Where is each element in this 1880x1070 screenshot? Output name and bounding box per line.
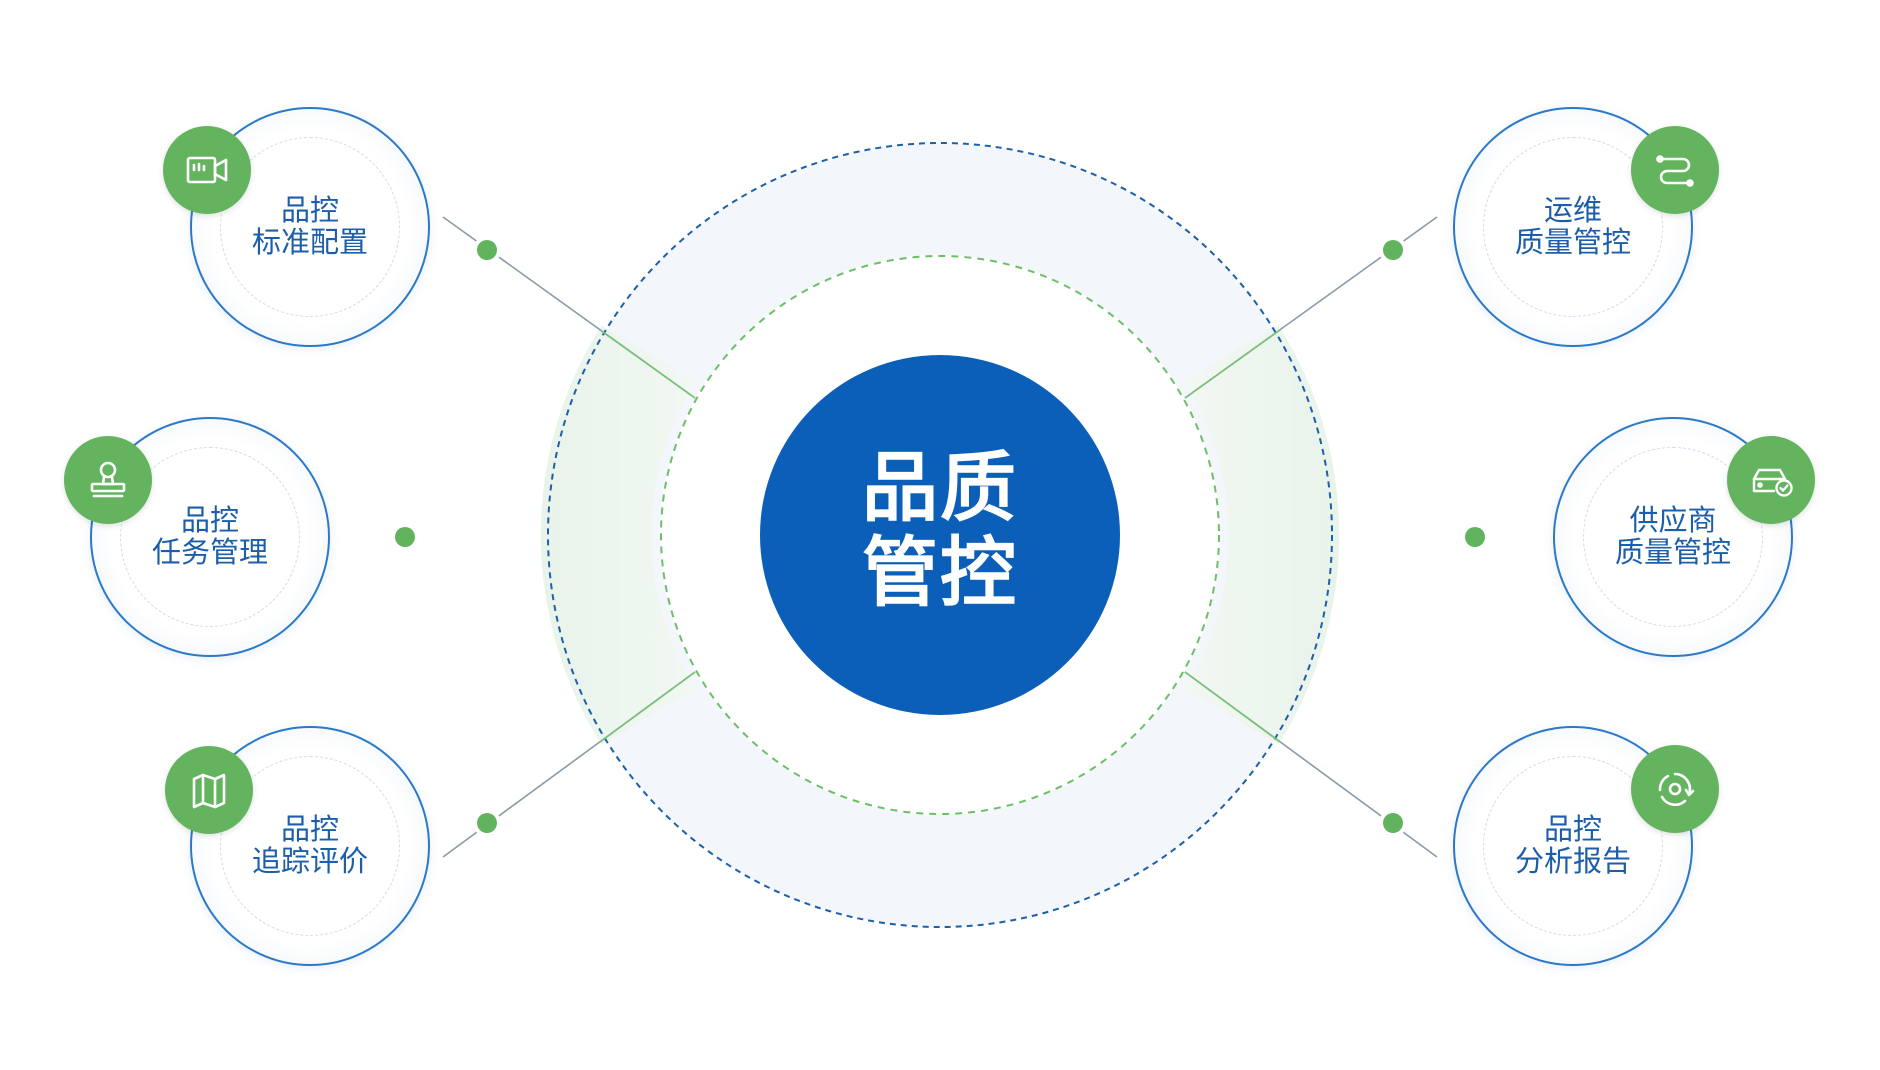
node-title-line2: 任务管理 (151, 535, 268, 569)
center-circle (760, 355, 1120, 715)
car-check-icon (1727, 436, 1815, 524)
stamp-icon (64, 436, 152, 524)
connector-dot (477, 813, 497, 833)
connector-line (599, 671, 696, 743)
node-title-line1: 品控 (280, 193, 339, 228)
connector-line (1184, 329, 1281, 399)
connector-line (1184, 671, 1281, 743)
connector-dot (1383, 240, 1403, 260)
node-title-line1: 运维 (1543, 193, 1602, 228)
inner-dashed-ring (660, 255, 1220, 815)
route-icon (1631, 126, 1719, 214)
node-title-line2: 质量管控 (1514, 225, 1631, 259)
refresh-cycle-icon (1631, 745, 1719, 833)
node-title-line1: 品控 (180, 503, 239, 538)
node-ops-quality[interactable]: 运维 质量管控 (1453, 107, 1693, 347)
center-title-line1: 品质 (862, 442, 1018, 532)
node-title-line1: 供应商 (1629, 503, 1717, 538)
center-title: 品质 管控 (760, 350, 1120, 710)
node-title-line1: 品控 (280, 812, 339, 847)
connector-line (599, 329, 696, 399)
ring-wedge-left (540, 325, 697, 745)
node-title-line1: 品控 (1543, 812, 1602, 847)
node-title-line2: 标准配置 (251, 225, 368, 259)
center-title-line2: 管控 (862, 528, 1018, 617)
node-title-line2: 质量管控 (1614, 535, 1731, 569)
ring-wedge-right (1183, 325, 1340, 745)
video-camera-icon (163, 126, 251, 214)
map-icon (165, 746, 253, 834)
node-title-line2: 分析报告 (1514, 844, 1631, 878)
connector-dot (477, 240, 497, 260)
outer-dashed-ring (547, 142, 1333, 928)
node-title-line2: 追踪评价 (251, 844, 368, 878)
connector-dot (1465, 527, 1485, 547)
connector-dot (1383, 813, 1403, 833)
connector-dot (395, 527, 415, 547)
